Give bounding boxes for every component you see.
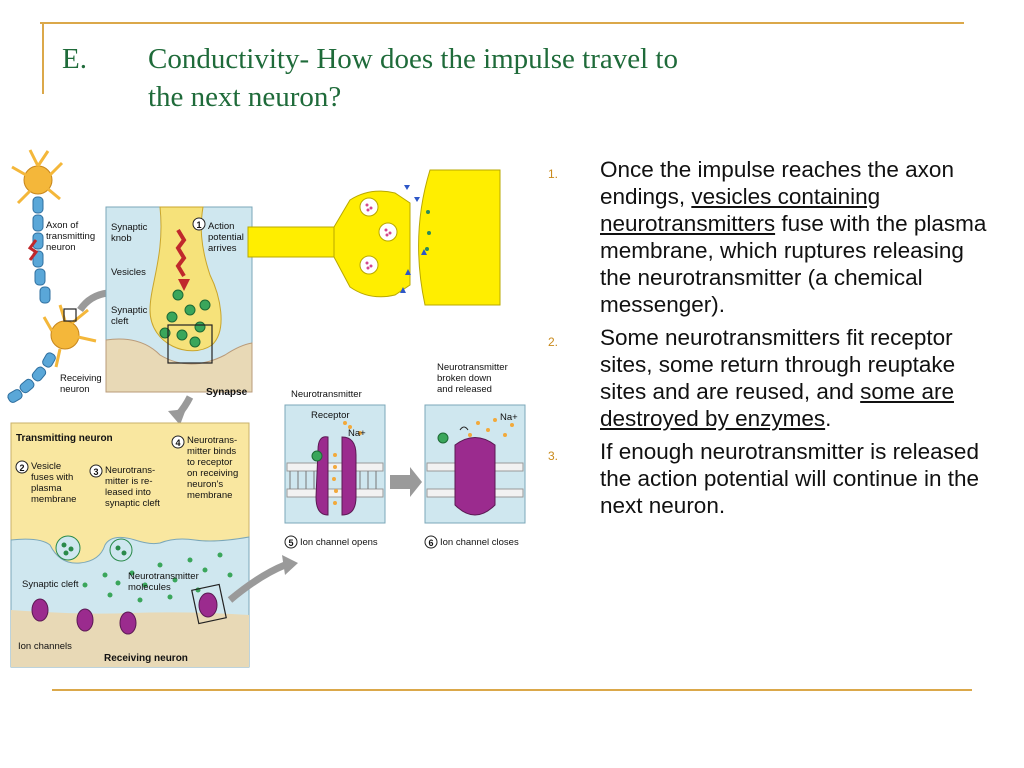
bullet-2-text: Some neurotransmitters fit receptor site… bbox=[600, 325, 956, 404]
step-1-number: 1 bbox=[196, 220, 201, 230]
bullet-1-number: 1. bbox=[548, 167, 559, 181]
label-receiving-neuron-small: Receiving neuron bbox=[60, 373, 104, 395]
bullet-2: 2. Some neurotransmitters fit receptor s… bbox=[548, 324, 988, 432]
ion-channel-open-panel: Neurotransmitter Receptor Na+ 5 Ion chan… bbox=[284, 389, 386, 549]
label-na-1: Na+ bbox=[348, 428, 366, 439]
label-vesicles: Vesicles bbox=[111, 267, 146, 278]
label-axon: Axon of transmitting neuron bbox=[46, 220, 98, 253]
step-4-number: 4 bbox=[175, 438, 180, 448]
title-line-2: the next neuron? bbox=[148, 81, 342, 113]
step-6-number: 6 bbox=[428, 538, 433, 548]
bullet-3-number: 3. bbox=[548, 449, 559, 463]
title-letter: E. bbox=[62, 43, 87, 75]
title-line-1: Conductivity- How does the impulse trave… bbox=[148, 43, 678, 75]
synapse-figure: Axon of transmitting neuron Receiving ne… bbox=[0, 145, 530, 675]
label-synapse: Synapse bbox=[206, 387, 248, 398]
label-synaptic-cleft-top: Synaptic cleft bbox=[111, 305, 150, 327]
bullet-1: 1. Once the impulse reaches the axon end… bbox=[548, 156, 988, 318]
label-step-5: Ion channel opens bbox=[300, 537, 378, 548]
label-synaptic-cleft-bottom: Synaptic cleft bbox=[22, 579, 79, 590]
step-2-number: 2 bbox=[19, 463, 24, 473]
label-broken-down: Neurotransmitter broken down and release… bbox=[437, 362, 510, 395]
label-receptor: Receptor bbox=[311, 410, 350, 421]
bullet-3-text: If enough neurotransmitter is released t… bbox=[600, 439, 979, 518]
transmission-panel: Transmitting neuron 2 Vesicle fuses with… bbox=[10, 422, 250, 668]
label-step-3: Neurotrans- mitter is re- leased into sy… bbox=[105, 465, 160, 509]
bullet-3: 3. If enough neurotransmitter is release… bbox=[548, 438, 988, 519]
schematic-terminal bbox=[247, 169, 501, 306]
label-transmitting-neuron: Transmitting neuron bbox=[16, 433, 113, 444]
label-ion-channels: Ion channels bbox=[18, 641, 72, 652]
label-nt-molecules: Neurotransmitter molecules bbox=[128, 571, 201, 593]
bullet-2-underlined: some are destroyed by enzymes bbox=[600, 379, 954, 431]
bullet-2-text-end: . bbox=[825, 406, 832, 431]
bullet-1-text: Once the impulse reaches the axon ending… bbox=[600, 157, 954, 209]
label-receiving-neuron: Receiving neuron bbox=[104, 653, 188, 664]
label-step-1: Action potential arrives bbox=[208, 221, 247, 254]
bullet-1-text-end: fuse with the plasma membrane, which rup… bbox=[600, 211, 987, 317]
top-rule bbox=[40, 22, 964, 24]
label-na-2: Na+ bbox=[500, 412, 518, 423]
bullet-2-number: 2. bbox=[548, 335, 559, 349]
label-synaptic-knob: Synaptic knob bbox=[111, 222, 150, 244]
step-5-number: 5 bbox=[288, 538, 293, 548]
label-step-2: Vesicle fuses with plasma membrane bbox=[31, 461, 76, 505]
label-step-6: Ion channel closes bbox=[440, 537, 519, 548]
label-neurotransmitter: Neurotransmitter bbox=[291, 389, 362, 400]
ion-channel-closed-panel: Neurotransmitter broken down and release… bbox=[424, 362, 526, 549]
synapse-panel: Synaptic knob Vesicles Synaptic cleft 1 … bbox=[105, 206, 253, 398]
step-3-number: 3 bbox=[93, 467, 98, 477]
left-rule bbox=[42, 22, 44, 94]
label-step-4: Neurotrans- mitter binds to receptor on … bbox=[187, 435, 241, 501]
bottom-rule bbox=[52, 689, 972, 691]
neuron-illustration: Axon of transmitting neuron Receiving ne… bbox=[7, 149, 104, 403]
bullet-1-underlined: vesicles containing neurotransmitters bbox=[600, 184, 881, 236]
bullet-list: 1. Once the impulse reaches the axon end… bbox=[548, 156, 988, 525]
